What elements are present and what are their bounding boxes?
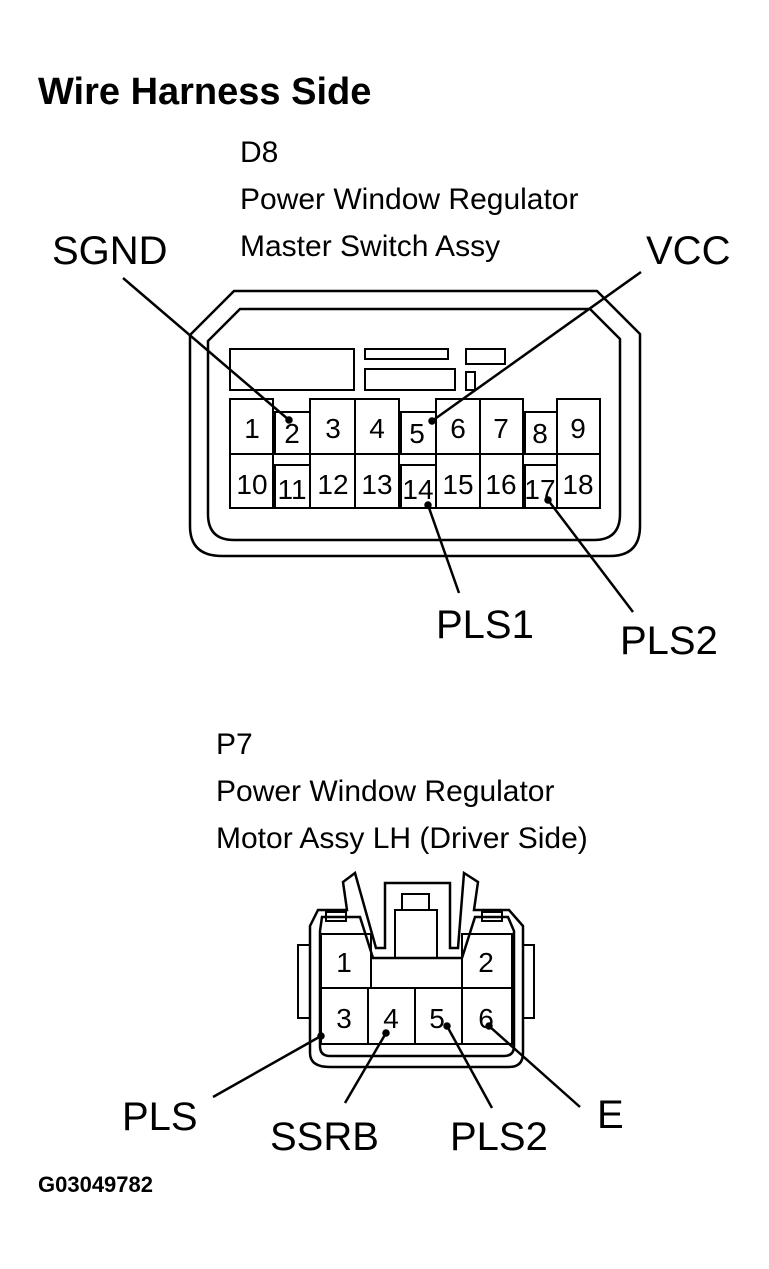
leader-sgnd bbox=[122, 277, 290, 421]
d8-leader-lines bbox=[122, 270, 642, 613]
p7-top-key bbox=[401, 893, 430, 911]
d8-pin-14: 14 bbox=[402, 474, 433, 505]
d8-pin-13: 13 bbox=[361, 469, 392, 500]
label-vcc: VCC bbox=[646, 229, 731, 273]
d8-pin-cavity bbox=[229, 453, 274, 509]
leader-vcc bbox=[431, 270, 642, 423]
d8-pin-grid bbox=[229, 398, 601, 509]
figure-id: G03049782 bbox=[38, 1172, 153, 1197]
p7-leader-lines bbox=[212, 1022, 581, 1109]
d8-pin-9: 9 bbox=[570, 413, 586, 444]
p7-side-tab-left bbox=[297, 944, 310, 1019]
label-sgnd: SGND bbox=[52, 229, 168, 273]
d8-latch-slot-3 bbox=[465, 348, 506, 365]
d8-pin-7: 7 bbox=[493, 413, 509, 444]
p7-pin-5: 5 bbox=[429, 1003, 445, 1034]
label-ssrb: SSRB bbox=[270, 1115, 379, 1159]
leader-pls bbox=[212, 1034, 322, 1099]
leader-e bbox=[488, 1025, 581, 1108]
p7-connector-name-line2: Motor Assy LH (Driver Side) bbox=[216, 822, 588, 855]
p7-top-key-inner bbox=[394, 909, 438, 959]
p7-pin-1: 1 bbox=[336, 947, 352, 978]
d8-pin-8: 8 bbox=[532, 418, 548, 449]
p7-pin-numbers: 1 2 3 4 5 6 bbox=[336, 947, 494, 1034]
d8-pin-18: 18 bbox=[562, 469, 593, 500]
p7-housing-inner bbox=[318, 915, 516, 1058]
label-pls1: PLS1 bbox=[436, 603, 534, 647]
d8-pin-16: 16 bbox=[485, 469, 516, 500]
d8-latch-slot-1 bbox=[364, 348, 449, 360]
d8-pin-numbers: 1 2 3 4 5 6 7 8 9 10 11 12 13 14 15 16 1… bbox=[236, 413, 593, 505]
d8-pin-4: 4 bbox=[369, 413, 385, 444]
d8-housing-outer bbox=[188, 289, 642, 558]
label-pls2-p7: PLS2 bbox=[450, 1115, 548, 1159]
d8-latch-slot-2 bbox=[364, 368, 456, 391]
d8-pin-3: 3 bbox=[325, 413, 341, 444]
label-e: E bbox=[597, 1093, 624, 1137]
label-pls: PLS bbox=[122, 1095, 198, 1139]
p7-side-tab-right bbox=[523, 944, 535, 1019]
label-pls2-d8: PLS2 bbox=[620, 619, 718, 663]
d8-latch-slot-4 bbox=[465, 371, 476, 391]
p7-pin-3: 3 bbox=[336, 1003, 352, 1034]
d8-pin-cavity bbox=[479, 453, 524, 509]
d8-pin-cavity bbox=[556, 453, 601, 509]
d8-pin-12: 12 bbox=[317, 469, 348, 500]
p7-pin-4: 4 bbox=[383, 1003, 399, 1034]
d8-pin-5: 5 bbox=[409, 418, 425, 449]
d8-pin-6: 6 bbox=[450, 413, 466, 444]
p7-housing-outer bbox=[308, 870, 525, 1069]
p7-latch-right bbox=[481, 911, 503, 922]
d8-connector-name-line1: Power Window Regulator bbox=[240, 183, 579, 216]
p7-connector bbox=[297, 870, 535, 1069]
d8-connector-code: D8 bbox=[240, 136, 279, 169]
p7-pin-2: 2 bbox=[478, 947, 494, 978]
d8-pin-2: 2 bbox=[284, 418, 300, 449]
leader-pls1 bbox=[426, 504, 461, 594]
leader-ssrb bbox=[343, 1032, 388, 1104]
p7-connector-name-line1: Power Window Regulator bbox=[216, 775, 555, 808]
p7-latch-left bbox=[325, 911, 347, 922]
page-title: Wire Harness Side bbox=[38, 71, 372, 113]
d8-pin-1: 1 bbox=[244, 413, 260, 444]
d8-pin-10: 10 bbox=[236, 469, 267, 500]
d8-connector-name-line2: Master Switch Assy bbox=[240, 230, 501, 263]
p7-pin-grid bbox=[320, 933, 513, 1045]
leader-pls2-p7 bbox=[445, 1025, 494, 1109]
p7-pin-cavity bbox=[461, 987, 513, 1045]
d8-housing-inner bbox=[206, 307, 622, 542]
d8-pin-11: 11 bbox=[277, 474, 306, 505]
d8-connector bbox=[188, 289, 642, 558]
d8-pin-15: 15 bbox=[442, 469, 473, 500]
leader-pls2-d8 bbox=[547, 499, 634, 613]
d8-pin-cavity bbox=[354, 453, 400, 509]
p7-connector-code: P7 bbox=[216, 728, 253, 761]
